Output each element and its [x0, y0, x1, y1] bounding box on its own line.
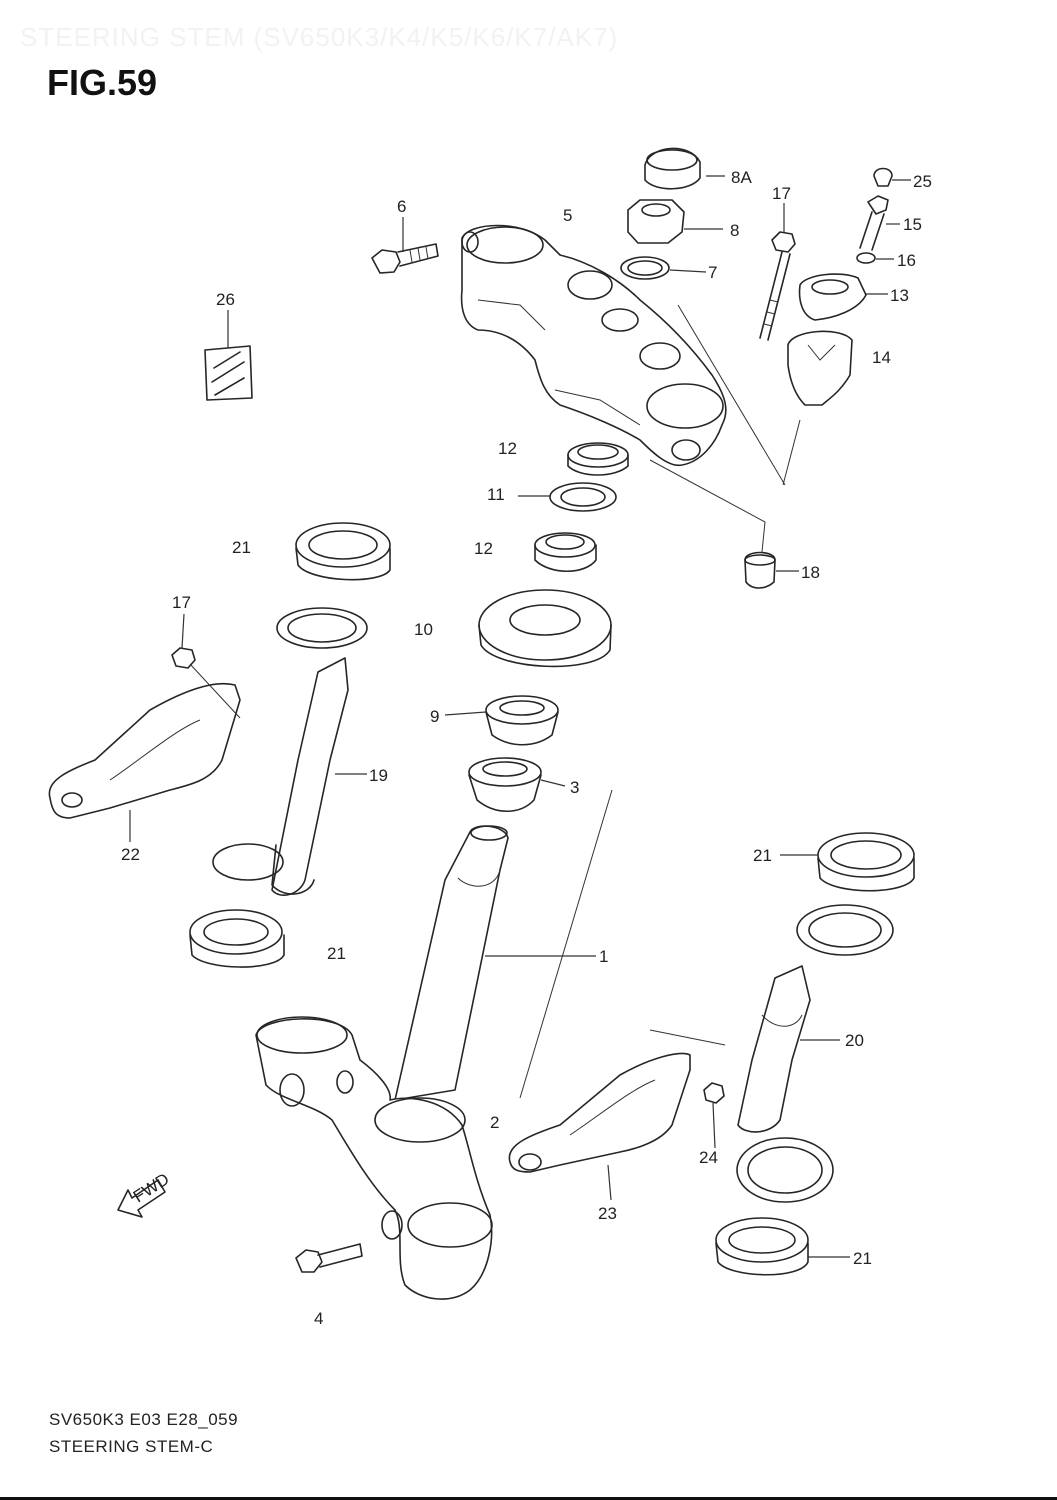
callout-21-left-top: 21: [232, 538, 251, 557]
right-fork-seal-top: [817, 832, 915, 892]
steering-stem-lock-nut-lower: [534, 532, 597, 572]
handlebar-holder-upper: [798, 273, 867, 321]
callout-10: 10: [414, 620, 433, 639]
callout-11: 11: [487, 485, 505, 504]
callout-21-right-bottom: 21: [853, 1249, 872, 1268]
callout-13: 13: [890, 286, 909, 305]
callout-15: 15: [903, 215, 922, 234]
callout-22: 22: [121, 845, 140, 864]
callout-17-left: 17: [172, 593, 191, 612]
callout-19: 19: [369, 766, 388, 785]
callout-18: 18: [801, 563, 820, 582]
callout-7: 7: [708, 263, 717, 282]
callout-23: 23: [598, 1204, 617, 1223]
left-fork-seal-bottom: [189, 909, 285, 968]
callout-20: 20: [845, 1031, 864, 1050]
callout-17-upper: 17: [772, 184, 791, 203]
callout-2: 2: [490, 1113, 499, 1132]
callout-9: 9: [430, 707, 439, 726]
left-fork-pipe-holder: [271, 607, 368, 896]
washer-16: [856, 252, 876, 264]
callout-16: 16: [897, 251, 916, 270]
left-fork-seal-top: [295, 522, 391, 581]
leader-lines: [129, 175, 911, 1258]
cap-25: [873, 167, 893, 187]
handlebar-holder-lower: [787, 330, 853, 406]
callout-3: 3: [570, 778, 579, 797]
right-bracket-bolt: [703, 1082, 725, 1104]
figure-label: FIG.59: [47, 62, 158, 103]
steering-stem-lower-bracket: [255, 1016, 493, 1300]
callout-labels: 8A 25 17 15 6 5 8 7 16 13 26 14 12 11 12…: [121, 168, 932, 1328]
rubber-cushion: [744, 551, 776, 589]
handlebar-holder-bolt: [859, 195, 889, 251]
callout-21-right-top: 21: [753, 846, 772, 865]
callout-6: 6: [397, 197, 406, 216]
upper-bracket: [460, 224, 727, 466]
washer-7: [620, 256, 670, 280]
callout-1: 1: [599, 947, 608, 966]
forward-arrow-icon: [117, 1179, 166, 1218]
upper-bearing: [485, 695, 559, 746]
steering-stem-cap: [644, 147, 701, 190]
lock-washer: [549, 482, 617, 512]
handlebar-bolt-upper: [759, 231, 796, 341]
dust-seal: [478, 589, 612, 668]
steering-stem-shaft: [394, 825, 509, 1101]
callout-26: 26: [216, 290, 235, 309]
callout-24: 24: [699, 1148, 718, 1167]
right-bracket-collar: [736, 1137, 834, 1203]
callout-4: 4: [314, 1309, 323, 1328]
callout-12-lower: 12: [474, 539, 493, 558]
upper-bracket-clamp-bolt: [371, 243, 439, 274]
callout-8: 8: [730, 221, 739, 240]
drawing-code: SV650K3 E03 E28_059: [49, 1410, 239, 1429]
steering-stem-head-nut: [627, 199, 685, 244]
right-headlight-bracket: [508, 1029, 726, 1173]
bottom-border: [0, 1497, 1057, 1500]
callout-5: 5: [563, 206, 572, 225]
right-fork-seal-bottom: [715, 1217, 809, 1276]
callout-25: 25: [913, 172, 932, 191]
lower-bearing: [468, 757, 542, 812]
left-bracket-collar: [212, 843, 284, 881]
steering-stem-lock-nut-upper: [567, 442, 629, 476]
left-bracket-bolt: [171, 647, 241, 719]
callout-8A: 8A: [731, 168, 752, 187]
washer-7-inner: [627, 260, 663, 276]
diagram-caption: STEERING STEM-C: [49, 1437, 214, 1456]
callout-12-upper: 12: [498, 439, 517, 458]
right-bracket-collar-inner: [747, 1146, 823, 1194]
right-fork-pipe-holder: [737, 904, 894, 1133]
left-headlight-bracket: [48, 682, 241, 819]
faded-section-title: STEERING STEM (SV650K3/K4/K5/K6/K7/AK7): [20, 22, 619, 52]
suzuki-emblem: [204, 345, 253, 401]
callout-21-left-bottom: 21: [327, 944, 346, 963]
lower-bracket-clamp-bolt: [295, 1243, 363, 1273]
callout-14: 14: [872, 348, 891, 367]
